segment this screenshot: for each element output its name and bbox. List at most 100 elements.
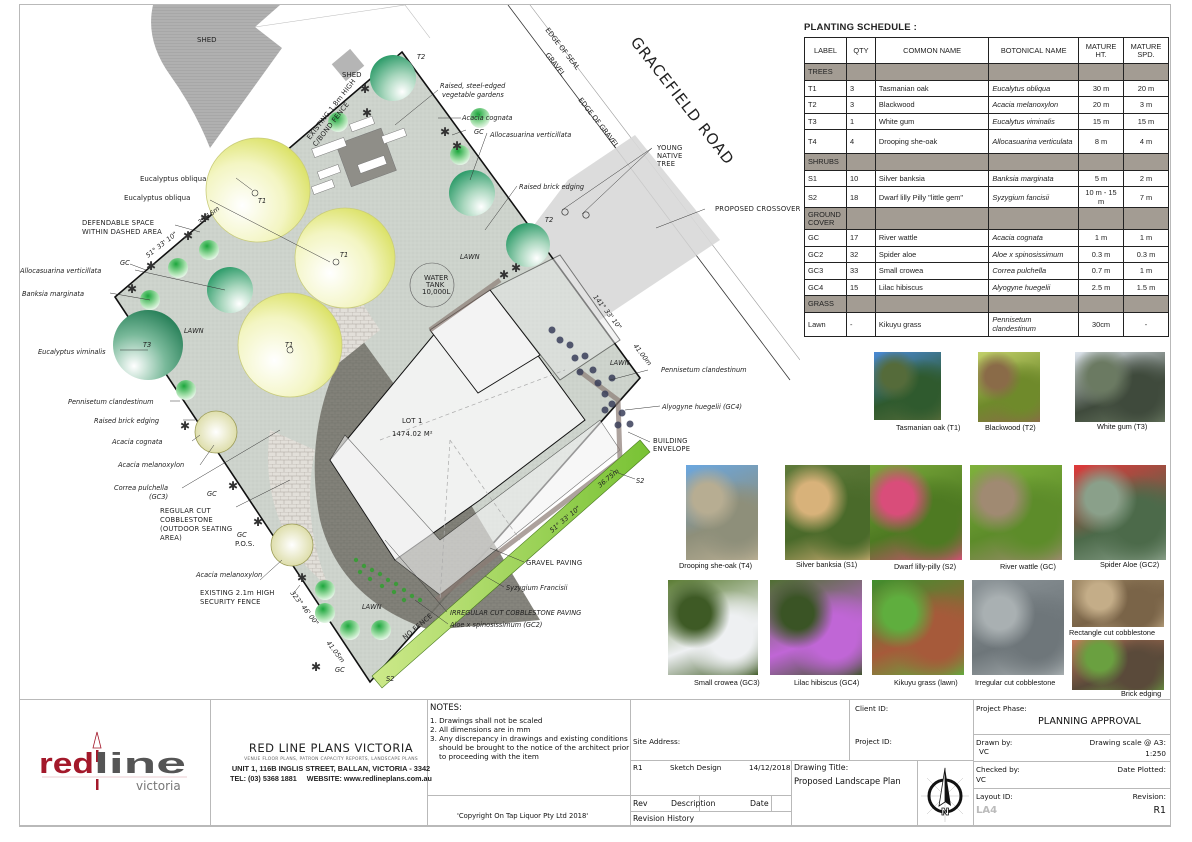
cell-label: T3 — [804, 112, 847, 130]
plant-photo: Brick edging — [1072, 640, 1164, 699]
svg-text:vegetable gardens: vegetable gardens — [442, 91, 504, 99]
svg-text:LAWN: LAWN — [460, 253, 480, 261]
group-cell — [874, 207, 990, 230]
svg-text:✱: ✱ — [200, 211, 210, 225]
date-plotted-label: Date Plotted: — [1117, 765, 1166, 774]
svg-text:T1: T1 — [258, 197, 266, 205]
svg-text:LAWN: LAWN — [184, 327, 204, 335]
plant-photo-image — [978, 352, 1040, 422]
svg-text:(OUTDOOR SEATING: (OUTDOOR SEATING — [160, 525, 232, 533]
cell-common: Small crowea — [874, 262, 990, 280]
svg-text:WITHIN DASHED AREA: WITHIN DASHED AREA — [82, 228, 162, 236]
svg-text:GC: GC — [120, 259, 130, 267]
svg-text:(GC3): (GC3) — [149, 493, 168, 501]
svg-text:✱: ✱ — [183, 229, 193, 243]
cell-qty: - — [845, 311, 876, 337]
planting-schedule: PLANTING SCHEDULE : LABEL QTY COMMON NAM… — [804, 22, 1169, 337]
plant-photo-image — [1072, 640, 1164, 690]
cell-spd: 7 m — [1123, 186, 1169, 208]
plant-photo-image — [1074, 465, 1166, 560]
group-name: SHRUBS — [804, 153, 847, 171]
svg-text:TREE: TREE — [656, 160, 675, 168]
svg-text:GC: GC — [207, 490, 217, 498]
cell-botanical: Acacia cognata — [988, 229, 1080, 247]
checked-by: VC — [976, 775, 986, 784]
svg-text:✱: ✱ — [228, 479, 238, 493]
project-id-label: Project ID: — [855, 737, 892, 746]
revision-date: 14/12/2018 — [749, 763, 791, 772]
schedule-group-row: GRASS — [804, 295, 1169, 313]
svg-text:IRREGULAR CUT COBBLESTONE PAVI: IRREGULAR CUT COBBLESTONE PAVING — [450, 609, 581, 617]
svg-text:GC: GC — [237, 531, 247, 539]
cell-ht: 0.3 m — [1078, 245, 1124, 263]
svg-text:SHED: SHED — [342, 71, 362, 79]
cell-label: Lawn — [804, 311, 847, 337]
lot-area: 1474.02 M² — [392, 430, 433, 438]
drawing-scale: 1:250 — [1145, 749, 1166, 758]
note-2: 2. All dimensions are in mm — [430, 725, 531, 734]
svg-text:✱: ✱ — [311, 660, 321, 674]
company-address: UNIT 1, 116B INGLIS STREET, BALLAN, VICT… — [231, 764, 431, 773]
group-cell — [1123, 295, 1169, 313]
plant-photo-image — [686, 465, 758, 560]
cell-botanical: Aloe x spinosissimum — [988, 245, 1080, 263]
notes-title: NOTES: — [430, 703, 462, 713]
plant-photo-caption: Small crowea (GC3) — [694, 678, 760, 687]
cell-label: GC — [804, 229, 847, 247]
svg-text:41.05m: 41.05m — [324, 639, 346, 664]
plant-photo-image — [970, 465, 1062, 560]
group-cell — [1123, 63, 1169, 81]
group-cell — [988, 295, 1080, 313]
plant-photo-image — [872, 580, 964, 675]
svg-text:red: red — [39, 748, 94, 780]
header-common-name: COMMON NAME — [874, 37, 990, 64]
plant-photo-caption: Blackwood (T2) — [985, 423, 1036, 432]
cell-ht: 20 m — [1078, 96, 1124, 114]
cell-common: Tasmanian oak — [874, 79, 990, 97]
svg-text:✱: ✱ — [180, 419, 190, 433]
plant-photo-caption: Drooping she-oak (T4) — [679, 561, 753, 570]
svg-text:✱: ✱ — [146, 259, 156, 273]
cell-botanical: Pennisetum clandestinum — [988, 311, 1080, 337]
svg-text:victoria: victoria — [136, 779, 181, 793]
svg-text:AREA): AREA) — [160, 534, 182, 542]
cell-botanical: Syzygium fancisii — [988, 186, 1080, 208]
svg-text:Alyogyne huegelii (GC4): Alyogyne huegelii (GC4) — [661, 403, 742, 411]
group-cell — [1078, 207, 1124, 230]
plant-photo-caption: White gum (T3) — [1097, 422, 1148, 431]
north-arrow-icon: N — [919, 762, 971, 824]
plant-photo: Drooping she-oak (T4) — [679, 465, 758, 571]
group-cell — [845, 207, 876, 230]
svg-text:Syzygium Francisii: Syzygium Francisii — [506, 584, 568, 592]
drawn-by: VC — [979, 747, 989, 756]
svg-text:REGULAR CUT: REGULAR CUT — [160, 507, 211, 515]
svg-text:EXISTING 2.1m HIGH: EXISTING 2.1m HIGH — [200, 589, 275, 597]
plant-photo-image — [1075, 352, 1165, 422]
svg-text:T2: T2 — [545, 216, 553, 224]
svg-text:T1: T1 — [340, 251, 348, 259]
cell-common: White gum — [874, 112, 990, 130]
cell-qty: 18 — [845, 186, 876, 208]
company-contact: TEL: (03) 5368 1881 WEBSITE: www.redline… — [230, 774, 432, 783]
cell-qty: 4 — [845, 129, 876, 154]
plant-photo: Silver banksia (S1) — [785, 465, 877, 570]
cell-spd: 1 m — [1123, 262, 1169, 280]
cell-spd: 1.5 m — [1123, 278, 1169, 296]
company-name: RED LINE PLANS VICTORIA — [248, 741, 414, 755]
company-tagline: VENUE FLOOR PLANS, PATRON CAPACITY REPOR… — [244, 757, 418, 762]
svg-text:SECURITY FENCE: SECURITY FENCE — [200, 598, 261, 606]
large-shed — [151, 5, 282, 148]
note-3-cont2: to proceeding with the item — [439, 752, 539, 761]
group-name: GROUND COVER — [804, 207, 847, 230]
svg-text:COBBLESTONE: COBBLESTONE — [160, 516, 213, 524]
revision-description: Sketch Design — [670, 763, 722, 772]
group-cell — [845, 153, 876, 171]
svg-text:✱: ✱ — [452, 139, 462, 153]
company-logo: red line victoria — [39, 730, 199, 800]
cell-spd: - — [1123, 311, 1169, 337]
svg-text:EDGE OF SEAL: EDGE OF SEAL — [543, 26, 581, 71]
